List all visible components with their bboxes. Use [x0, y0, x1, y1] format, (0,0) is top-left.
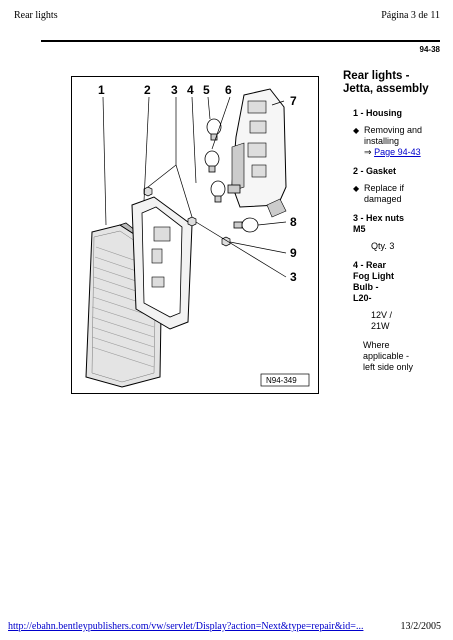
callout-4: 4: [187, 83, 194, 97]
callout-3b: 3: [290, 270, 297, 284]
gasket-drawing: [131, 196, 193, 330]
callout-9: 9: [290, 246, 297, 260]
callout-8: 8: [290, 215, 297, 229]
section-title: Rear lights - Jetta, assembly: [343, 70, 429, 95]
footer-url-link[interactable]: http://ebahn.bentleypublishers.com/vw/se…: [8, 621, 364, 632]
footer-date: 13/2/2005: [400, 621, 441, 632]
bulbs-drawing: [204, 118, 259, 233]
housing-bullet: ◆ Removing and installing ⇒ Page 94-43: [353, 125, 433, 158]
diagram-drawing: 1 2 3 4 5 6 7 8 9 3 N94-349: [85, 83, 310, 388]
item-gasket: 2 - Gasket: [353, 166, 397, 176]
footer: http://ebahn.bentleypublishers.com/vw/se…: [8, 621, 441, 632]
gasket-bullet-text: Replace if damaged: [364, 183, 405, 204]
exploded-diagram: 1 2 3 4 5 6 7 8 9 3 N94-349: [71, 76, 319, 394]
hex-nuts-qty: Qty. 3: [371, 241, 395, 251]
callout-6: 6: [225, 83, 232, 97]
bulb-carrier-drawing: [231, 88, 287, 218]
header-title: Rear lights: [14, 10, 58, 21]
parts-list: Rear lights - Jetta, assembly 1 - Housin…: [343, 70, 433, 381]
item-rear-fog-bulb: 4 - Rear Fog Light Bulb - L20-: [353, 260, 394, 303]
callout-7: 7: [290, 94, 297, 108]
callout-1: 1: [98, 83, 105, 97]
page-number: 94-38: [419, 45, 440, 54]
leader-lines: [102, 96, 287, 278]
gasket-bullet: ◆ Replace if damaged: [353, 183, 433, 205]
diamond-bullet-icon: ◆: [353, 126, 360, 135]
callout-3: 3: [171, 83, 178, 97]
figure-id: N94-349: [266, 376, 297, 385]
bulb-spec: 12V / 21W: [371, 310, 393, 331]
diamond-bullet-icon: ◆: [353, 184, 360, 193]
header-rule: [41, 40, 440, 42]
housing-bullet-text: Removing and installing: [364, 125, 423, 146]
link-arrow-icon: ⇒: [364, 147, 372, 157]
figure-id-box: [260, 373, 310, 387]
item-housing: 1 - Housing: [353, 108, 402, 118]
bulb-note: Where applicable - left side only: [363, 340, 414, 372]
callout-5: 5: [203, 83, 210, 97]
item-hex-nuts: 3 - Hex nuts M5: [353, 213, 405, 234]
page-link-94-43[interactable]: Page 94-43: [374, 147, 421, 157]
header-pagination: Página 3 de 11: [381, 10, 440, 21]
callout-2: 2: [144, 83, 151, 97]
